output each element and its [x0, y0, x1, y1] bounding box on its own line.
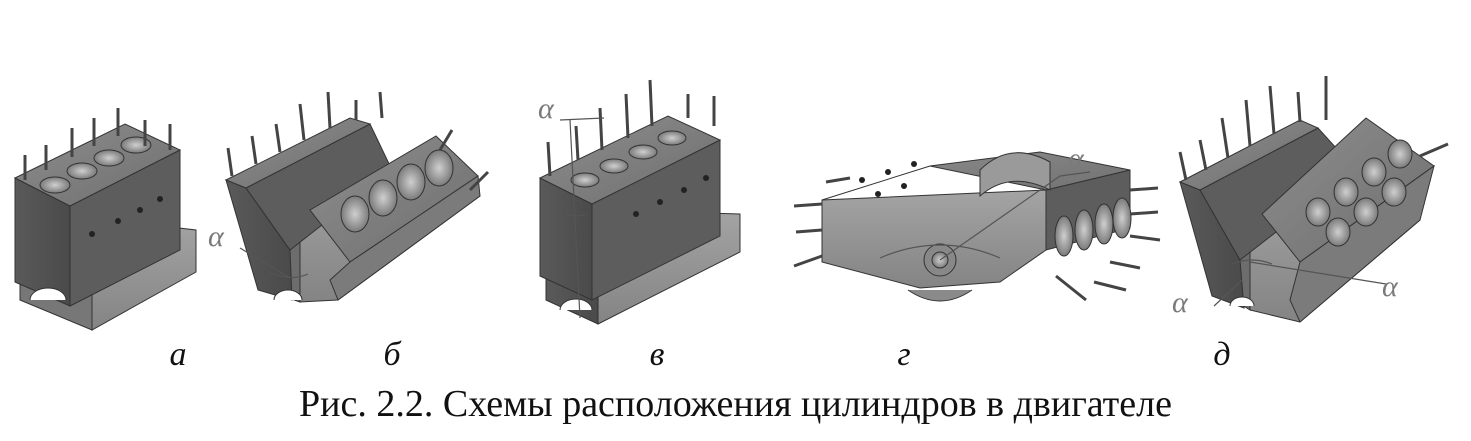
panel-a-label: а: [169, 336, 187, 373]
panel-a-inline-engine: [13, 108, 197, 331]
panel-v-alpha-label: α: [538, 92, 555, 125]
panel-g-alpha-label: α: [1068, 142, 1085, 175]
panel-g-label: г: [897, 336, 911, 373]
panel-d-w-engine: α α: [1172, 76, 1449, 323]
panel-b-alpha-label: α: [208, 220, 225, 253]
panel-d-alpha-label-left: α: [1172, 286, 1189, 319]
panel-g-opposed-engine: α: [793, 142, 1161, 302]
panel-d-label: д: [1213, 336, 1231, 373]
engine-schemes-drawing: α α: [13, 76, 1449, 331]
panel-d-alpha-label-right: α: [1382, 270, 1399, 303]
panel-b-v-engine: α: [208, 91, 490, 303]
panel-b-label: б: [383, 336, 401, 373]
figure-caption: Рис. 2.2. Схемы расположения цилиндров в…: [299, 383, 1172, 425]
panel-v-inclined-engine: α: [538, 79, 741, 325]
panel-v-label: в: [649, 336, 665, 373]
